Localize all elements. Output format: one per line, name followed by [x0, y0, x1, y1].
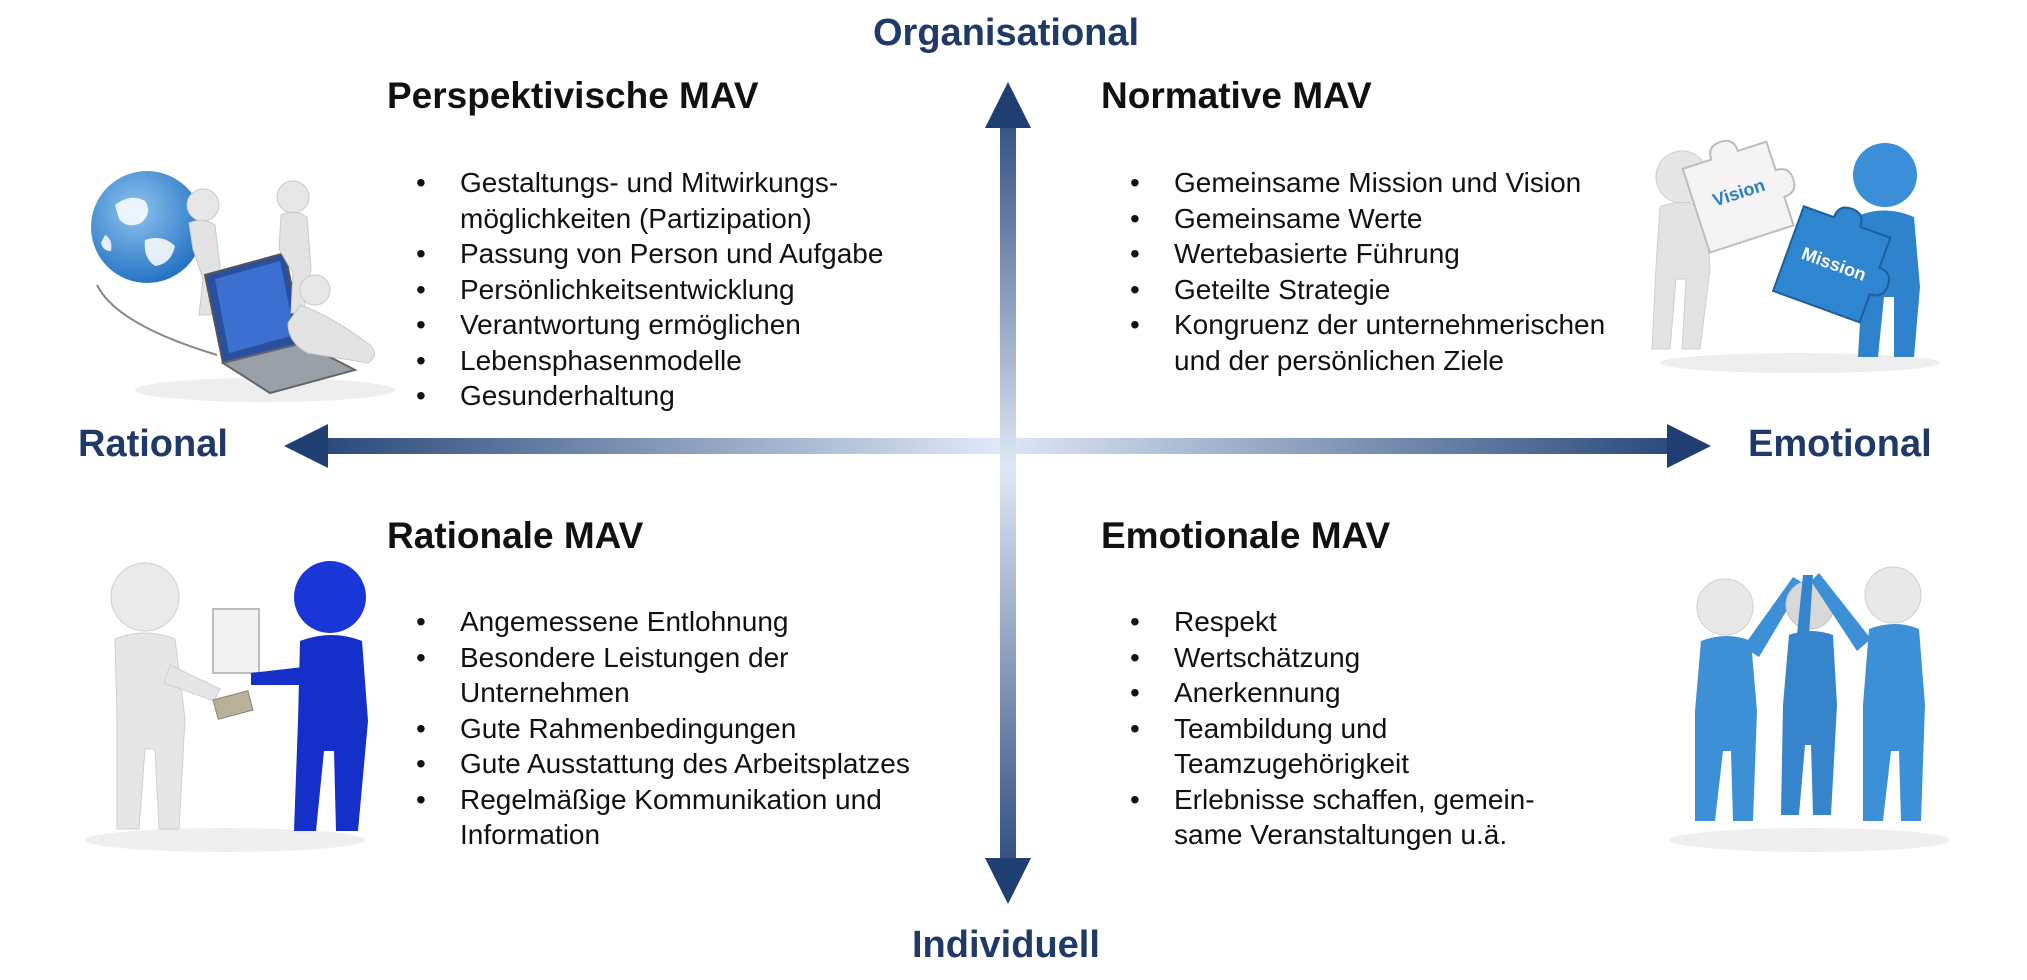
vertical-axis-arrow — [985, 82, 1031, 904]
list-item: Regelmäßige Kommunikation und Informatio… — [416, 782, 910, 853]
list-item: Geteilte Strategie — [1130, 272, 1605, 308]
list-item: Gute Ausstattung des Arbeitsplatzes — [416, 746, 910, 782]
bullet-list-top-left: Gestaltungs- und Mitwirkungs- möglichkei… — [416, 165, 883, 414]
horizontal-axis-arrow — [284, 424, 1711, 468]
list-item: Lebensphasenmodelle — [416, 343, 883, 379]
list-item: Erlebnisse schaffen, gemein- same Verans… — [1130, 782, 1535, 853]
list-item: Gemeinsame Werte — [1130, 201, 1605, 237]
list-item: Gemeinsame Mission und Vision — [1130, 165, 1605, 201]
quadrant-title-bottom-right: Emotionale MAV — [1101, 515, 1391, 556]
globe-laptop-figures-icon — [91, 171, 395, 402]
quadrant-title-top-left: Perspektivische MAV — [387, 75, 759, 116]
list-item: Anerkennung — [1130, 675, 1535, 711]
list-item: Wertebasierte Führung — [1130, 236, 1605, 272]
list-item: Gesunderhaltung — [416, 378, 883, 414]
list-item: Gestaltungs- und Mitwirkungs- möglichkei… — [416, 165, 883, 236]
list-item: Verantwortung ermöglichen — [416, 307, 883, 343]
axis-label-top: Organisational — [873, 12, 1140, 54]
list-item: Teambildung und Teamzugehörigkeit — [1130, 711, 1535, 782]
list-item: Passung von Person und Aufgabe — [416, 236, 883, 272]
list-item: Kongruenz der unternehmerischen und der … — [1130, 307, 1605, 378]
puzzle-vision-mission-icon: Vision Mission — [1651, 139, 1940, 373]
bullet-list-bottom-left: Angemessene Entlohnung Besondere Leistun… — [416, 604, 910, 853]
bullet-list-bottom-right: Respekt Wertschätzung Anerkennung Teambi… — [1130, 604, 1535, 853]
axis-label-right: Emotional — [1748, 423, 1932, 465]
bullet-list-top-right: Gemeinsame Mission und Vision Gemeinsame… — [1130, 165, 1605, 378]
list-item: Respekt — [1130, 604, 1535, 640]
quadrant-title-bottom-left: Rationale MAV — [387, 515, 644, 556]
list-item: Angemessene Entlohnung — [416, 604, 910, 640]
list-item: Persönlichkeitsentwicklung — [416, 272, 883, 308]
quadrant-title-top-right: Normative MAV — [1101, 75, 1372, 116]
axis-label-left: Rational — [78, 423, 228, 465]
team-high-five-icon — [1670, 566, 1950, 852]
list-item: Gute Rahmenbedingungen — [416, 711, 910, 747]
list-item: Besondere Leistungen der Unternehmen — [416, 640, 910, 711]
axis-label-bottom: Individuell — [912, 924, 1100, 966]
list-item: Wertschätzung — [1130, 640, 1535, 676]
money-exchange-figures-icon — [85, 561, 368, 852]
